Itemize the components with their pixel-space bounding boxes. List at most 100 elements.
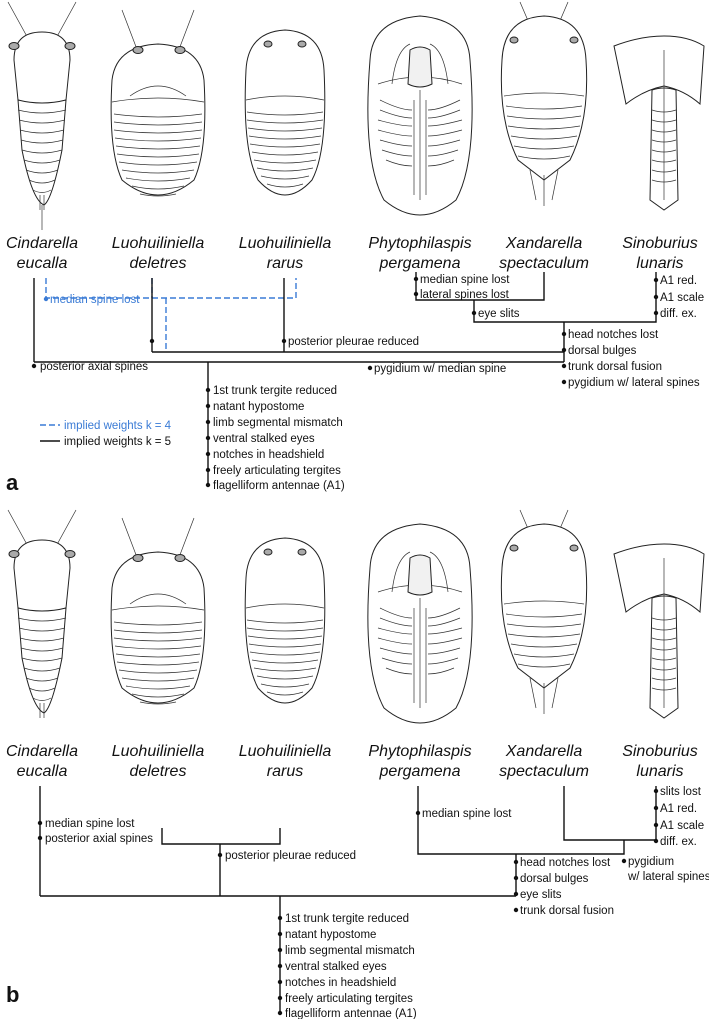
- char-label: notches in headshield: [285, 977, 396, 989]
- char-label: 1st trunk tergite reduced: [213, 385, 337, 397]
- panel-b-taxon-labels: Cindarella eucalla Luohuiliniella deletr…: [6, 743, 698, 780]
- char-label: A1 scale: [660, 292, 704, 304]
- taxon-label: Phytophilaspis: [368, 743, 471, 760]
- panel-a-tree: [31, 272, 659, 488]
- char-label: flagelliform antennae (A1): [213, 480, 345, 492]
- char-label: slits lost: [660, 786, 702, 798]
- taxon-label: rarus: [267, 255, 303, 272]
- char-label: ventral stalked eyes: [213, 433, 315, 445]
- phytophilaspis-illustration-b: [367, 523, 473, 724]
- char-label: limb segmental mismatch: [285, 945, 415, 957]
- char-label: flagelliform antennae (A1): [285, 1008, 417, 1019]
- char-label: diff. ex.: [660, 836, 697, 848]
- taxon-label: lunaris: [636, 763, 683, 780]
- char-label: A1 red.: [660, 803, 697, 815]
- char-label: eye slits: [520, 889, 562, 901]
- char-label: pygidium: [628, 856, 674, 868]
- taxon-label: Cindarella: [6, 743, 78, 760]
- taxon-label: Xandarella: [505, 235, 583, 252]
- panel-b-character-labels: median spine lost posterior axial spines…: [45, 786, 709, 1019]
- taxon-label: deletres: [130, 255, 187, 272]
- luohuiliniella-rarus-illustration-b: [244, 537, 326, 704]
- char-label: median spine lost: [50, 294, 140, 306]
- char-label: natant hypostome: [285, 929, 376, 941]
- sinoburius-illustration-a: [613, 35, 705, 211]
- char-label: dorsal bulges: [520, 873, 589, 885]
- legend-k4-label: implied weights k = 4: [64, 420, 172, 432]
- taxon-label: Cindarella: [6, 235, 78, 252]
- taxon-label: Sinoburius: [622, 743, 698, 760]
- taxon-label: pergamena: [379, 763, 461, 780]
- char-label: limb segmental mismatch: [213, 417, 343, 429]
- taxon-label: Luohuiliniella: [239, 235, 332, 252]
- xand-branch: [474, 272, 545, 301]
- char-label: 1st trunk tergite reduced: [285, 913, 409, 925]
- taxon-label: Phytophilaspis: [368, 235, 471, 252]
- char-label: posterior pleurae reduced: [225, 850, 356, 862]
- cindarella-illustration-a: [7, 1, 77, 230]
- char-label: head notches lost: [568, 329, 659, 341]
- char-label: head notches lost: [520, 857, 611, 869]
- sinoburius-illustration-b: [613, 543, 705, 719]
- panel-b-illustrations: [7, 509, 705, 724]
- cindarella-illustration-b: [7, 509, 77, 718]
- panel-b-tree: [37, 786, 659, 1016]
- xand-branch-b: [563, 786, 624, 841]
- taxon-label: spectaculum: [499, 763, 589, 780]
- char-label: ventral stalked eyes: [285, 961, 387, 973]
- char-label: trunk dorsal fusion: [520, 905, 614, 917]
- panel-a-illustrations: [7, 1, 705, 230]
- taxon-label: deletres: [130, 763, 187, 780]
- char-label: median spine lost: [45, 818, 135, 830]
- taxon-label: lunaris: [636, 255, 683, 272]
- panel-a-taxon-labels: Cindarella eucalla Luohuiliniella deletr…: [6, 235, 698, 272]
- char-label: posterior axial spines: [45, 833, 153, 845]
- char-label: dorsal bulges: [568, 345, 637, 357]
- taxon-label: eucalla: [17, 255, 68, 272]
- char-label: notches in headshield: [213, 449, 324, 461]
- char-label: A1 scale: [660, 820, 704, 832]
- char-label: lateral spines lost: [420, 289, 510, 301]
- luohuiliniella-rarus-illustration-a: [244, 29, 326, 196]
- char-label: pygidium w/ median spine: [374, 363, 506, 375]
- phyto-xand-clade: [473, 300, 564, 323]
- luohuiliniella-deletres-illustration-a: [110, 9, 206, 197]
- char-label: w/ lateral spines: [627, 871, 709, 883]
- char-label: A1 red.: [660, 275, 697, 287]
- xandarella-illustration-b: [500, 509, 588, 714]
- xandarella-illustration-a: [500, 1, 588, 206]
- char-label: diff. ex.: [660, 308, 697, 320]
- char-label: freely articulating tergites: [213, 465, 341, 477]
- taxon-label: pergamena: [379, 255, 461, 272]
- taxon-label: Luohuiliniella: [112, 235, 205, 252]
- sino-branch: [564, 272, 657, 323]
- taxon-label: Luohuiliniella: [112, 743, 205, 760]
- taxon-label: Luohuiliniella: [239, 743, 332, 760]
- char-label: freely articulating tergites: [285, 993, 413, 1005]
- panel-a-character-labels: median spine lost median spine lost late…: [40, 274, 704, 492]
- legend: implied weights k = 4 implied weights k …: [40, 420, 172, 448]
- xand-sino-clade-b: [516, 840, 625, 855]
- taxon-label: eucalla: [17, 763, 68, 780]
- phyto-branch-b: [417, 786, 516, 855]
- luohuiliniella-clade-b: [161, 828, 281, 845]
- char-label: eye slits: [478, 308, 520, 320]
- taxon-label: Sinoburius: [622, 235, 698, 252]
- char-label: natant hypostome: [213, 401, 304, 413]
- luohuiliniella-deletres-illustration-b: [110, 517, 206, 705]
- char-label: median spine lost: [420, 274, 510, 286]
- taxon-label: spectaculum: [499, 255, 589, 272]
- char-label: pygidium w/ lateral spines: [568, 377, 700, 389]
- taxon-label: rarus: [267, 763, 303, 780]
- panel-a-label: a: [6, 470, 19, 495]
- phytophilaspis-illustration-a: [367, 15, 473, 216]
- k4-clade-branch: [45, 278, 297, 299]
- char-label: posterior pleurae reduced: [288, 336, 419, 348]
- panel-b-label: b: [6, 982, 19, 1007]
- phyto-branch: [415, 272, 474, 301]
- legend-k5-label: implied weights k = 5: [64, 436, 171, 448]
- char-label: posterior axial spines: [40, 361, 148, 373]
- char-label: trunk dorsal fusion: [568, 361, 662, 373]
